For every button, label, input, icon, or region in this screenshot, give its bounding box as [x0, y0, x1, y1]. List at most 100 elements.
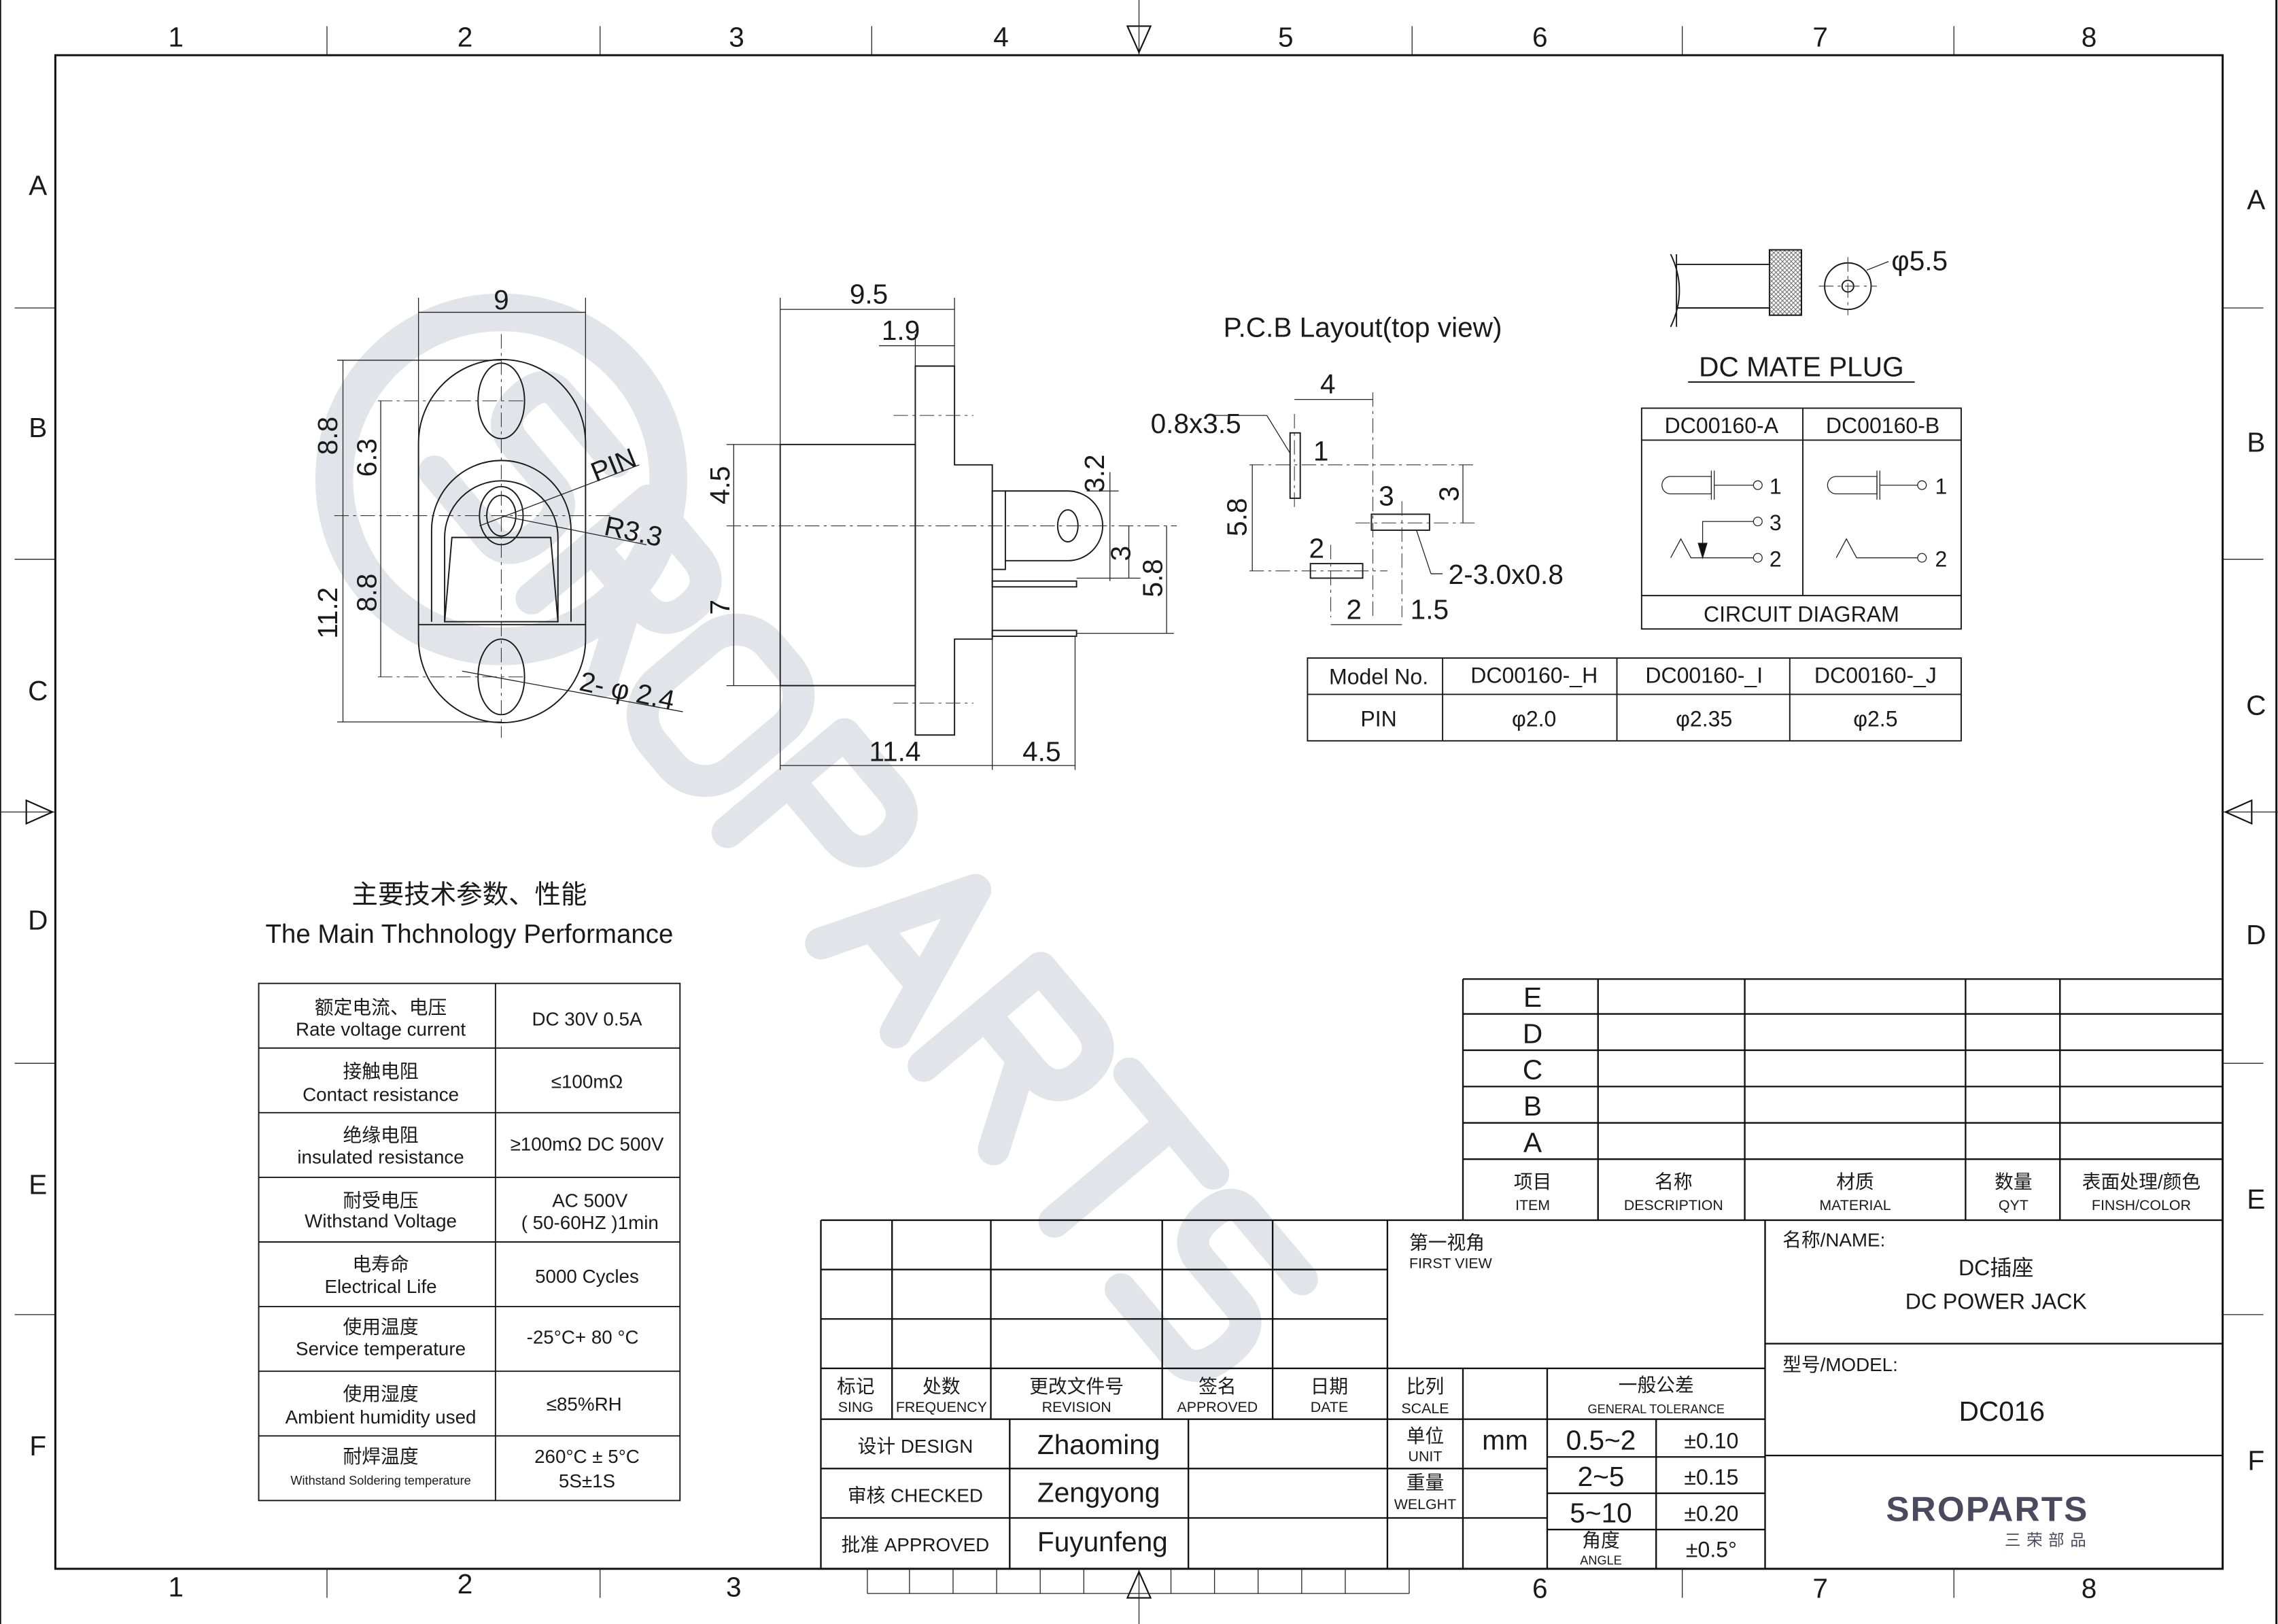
revision-header-en: FREQUENCY — [896, 1399, 987, 1415]
tolerance-value: ±0.10 — [1684, 1428, 1738, 1453]
signature-name: Zhaoming — [1037, 1429, 1160, 1460]
dim-width: 4 — [1320, 368, 1336, 400]
row-label: A — [29, 169, 47, 201]
pad-label: 2 — [1309, 533, 1325, 564]
spec-label-cn: 额定电流、电压 — [315, 997, 447, 1018]
pcb-title: P.C.B Layout(top view) — [1224, 312, 1502, 343]
unit-en: UNIT — [1409, 1449, 1443, 1465]
dim-pad3-x: 1.5 — [1411, 593, 1449, 625]
spec-label-en: Electrical Life — [325, 1276, 437, 1297]
row-label: C — [28, 675, 48, 706]
side-view: 9.5 1.9 4.5 7 11.4 4.5 3.2 3 5.8 — [704, 279, 1177, 770]
col-label: 1 — [168, 1571, 184, 1602]
spec-label-en: Ambient humidity used — [286, 1406, 477, 1428]
col-label: 8 — [2082, 1573, 2097, 1604]
col-label: 3 — [729, 21, 744, 52]
bom-item: A — [1523, 1127, 1542, 1158]
revision-header-cn: 签名 — [1198, 1376, 1237, 1397]
col-label: 1 — [168, 21, 184, 52]
col-label: 2 — [458, 21, 473, 52]
pin-label: 3 — [1770, 511, 1782, 535]
dim-height: 5.8 — [1222, 498, 1253, 536]
dim-pad3-offset: 3 — [1434, 486, 1465, 502]
model-cell: φ2.0 — [1512, 706, 1556, 731]
pin-label: 1 — [1935, 474, 1947, 499]
signature-role: 设计 DESIGN — [858, 1436, 973, 1457]
scale-cn: 比列 — [1407, 1376, 1445, 1397]
logo-text: SROPARTS — [1886, 1489, 2088, 1528]
weight-en: WELGHT — [1394, 1496, 1456, 1513]
spec-label-en: Contact resistance — [303, 1084, 459, 1105]
dim-pins: 4.5 — [1022, 736, 1060, 767]
bom-header-en: QYT — [1999, 1197, 2029, 1213]
spec-label-cn: 绝缘电阻 — [343, 1125, 419, 1146]
part-name-cn: DC插座 — [1958, 1256, 2033, 1280]
tolerance-value: ±0.20 — [1684, 1501, 1738, 1525]
tolerance-value: ±0.15 — [1684, 1465, 1738, 1489]
revision-header-cn: 处数 — [922, 1376, 961, 1397]
spec-label-cn: 接触电阻 — [343, 1061, 419, 1082]
performance-title-en: The Main Thchnology Performance — [265, 920, 673, 949]
spec-label-en: Service temperature — [296, 1338, 466, 1360]
col-label: 8 — [2082, 21, 2097, 52]
tolerance-cn: 一般公差 — [1619, 1375, 1694, 1396]
angle-en: ANGLE — [1580, 1553, 1622, 1567]
weight-cn: 重量 — [1407, 1472, 1445, 1493]
revision-header-en: SING — [838, 1399, 874, 1415]
dim-upper: 4.5 — [704, 466, 736, 504]
tolerance-range: 2~5 — [1578, 1461, 1625, 1492]
spec-value: ≥100mΩ DC 500V — [511, 1133, 664, 1154]
row-label: E — [2247, 1184, 2265, 1215]
col-label: 5 — [1278, 21, 1294, 52]
revision-header-cn: 更改文件号 — [1029, 1376, 1124, 1397]
spec-value: ≤85%RH — [547, 1394, 622, 1415]
spec-label-en: insulated resistance — [297, 1147, 464, 1168]
signature-role: 批准 APPROVED — [842, 1534, 990, 1555]
tolerance-en: GENERAL TOLERANCE — [1587, 1402, 1724, 1416]
col-label: 7 — [1812, 21, 1828, 52]
unit-cn: 单位 — [1407, 1426, 1445, 1447]
first-view-cn: 第一视角 — [1409, 1232, 1485, 1254]
dim-top: 8.8 — [312, 417, 343, 455]
angle-value: ±0.5° — [1686, 1538, 1737, 1562]
row-label: D — [2246, 919, 2266, 950]
dim-pads-size: 2-3.0x0.8 — [1449, 559, 1564, 590]
bom-header-en: DESCRIPTION — [1624, 1197, 1723, 1213]
bom-header-en: FINSH/COLOR — [2092, 1197, 2191, 1213]
revision-header-en: DATE — [1311, 1399, 1348, 1415]
bom-table: E D C B A 项目 ITEM 名称 DESCRIPTION 材质 MATE… — [1462, 978, 2223, 1220]
dim-pad2-offset: 2 — [1346, 593, 1362, 625]
watermark — [315, 293, 1318, 1382]
model-header: DC00160-_I — [1645, 663, 1763, 687]
bom-header-cn: 名称 — [1655, 1171, 1693, 1192]
spec-label-cn: 使用温度 — [343, 1317, 419, 1338]
angle-cn: 角度 — [1582, 1530, 1620, 1551]
pcb-layout: P.C.B Layout(top view) 4 0.8x3.5 5.8 3 2… — [1151, 312, 1564, 625]
dim-pad1-size: 0.8x3.5 — [1151, 408, 1241, 439]
dim-pin-gap: 3 — [1105, 546, 1137, 562]
spec-label-cn: 电寿命 — [352, 1254, 409, 1275]
pad-3 — [1370, 513, 1430, 531]
row-label: D — [28, 905, 48, 936]
bom-header-en: ITEM — [1515, 1197, 1550, 1213]
dim-bottom-inner: 8.8 — [351, 574, 383, 612]
spec-value: 5000 Cycles — [535, 1266, 639, 1287]
row-label: A — [2247, 184, 2265, 215]
dim-body: 11.4 — [869, 736, 921, 767]
center-mark-left — [25, 799, 54, 825]
spec-value: DC 30V 0.5A — [532, 1009, 642, 1030]
tolerance-range: 0.5~2 — [1566, 1425, 1636, 1456]
title-block: 标记 SING 处数 FREQUENCY 更改文件号 REVISION 签名 A… — [820, 1219, 2223, 1594]
spec-value: 260°C ± 5°C — [534, 1446, 640, 1467]
pin-label: 2 — [1770, 547, 1782, 571]
bom-header-cn: 材质 — [1836, 1171, 1874, 1192]
spec-value: -25°C+ 80 °C — [527, 1327, 639, 1348]
dim-bottom: 11.2 — [312, 587, 343, 639]
revision-header-en: REVISION — [1042, 1399, 1111, 1415]
name-label: 名称/NAME: — [1782, 1229, 1885, 1250]
dim-tab: 3.2 — [1079, 454, 1110, 492]
model-header: DC00160-_H — [1470, 663, 1598, 687]
revision-header-cn: 标记 — [837, 1376, 875, 1397]
